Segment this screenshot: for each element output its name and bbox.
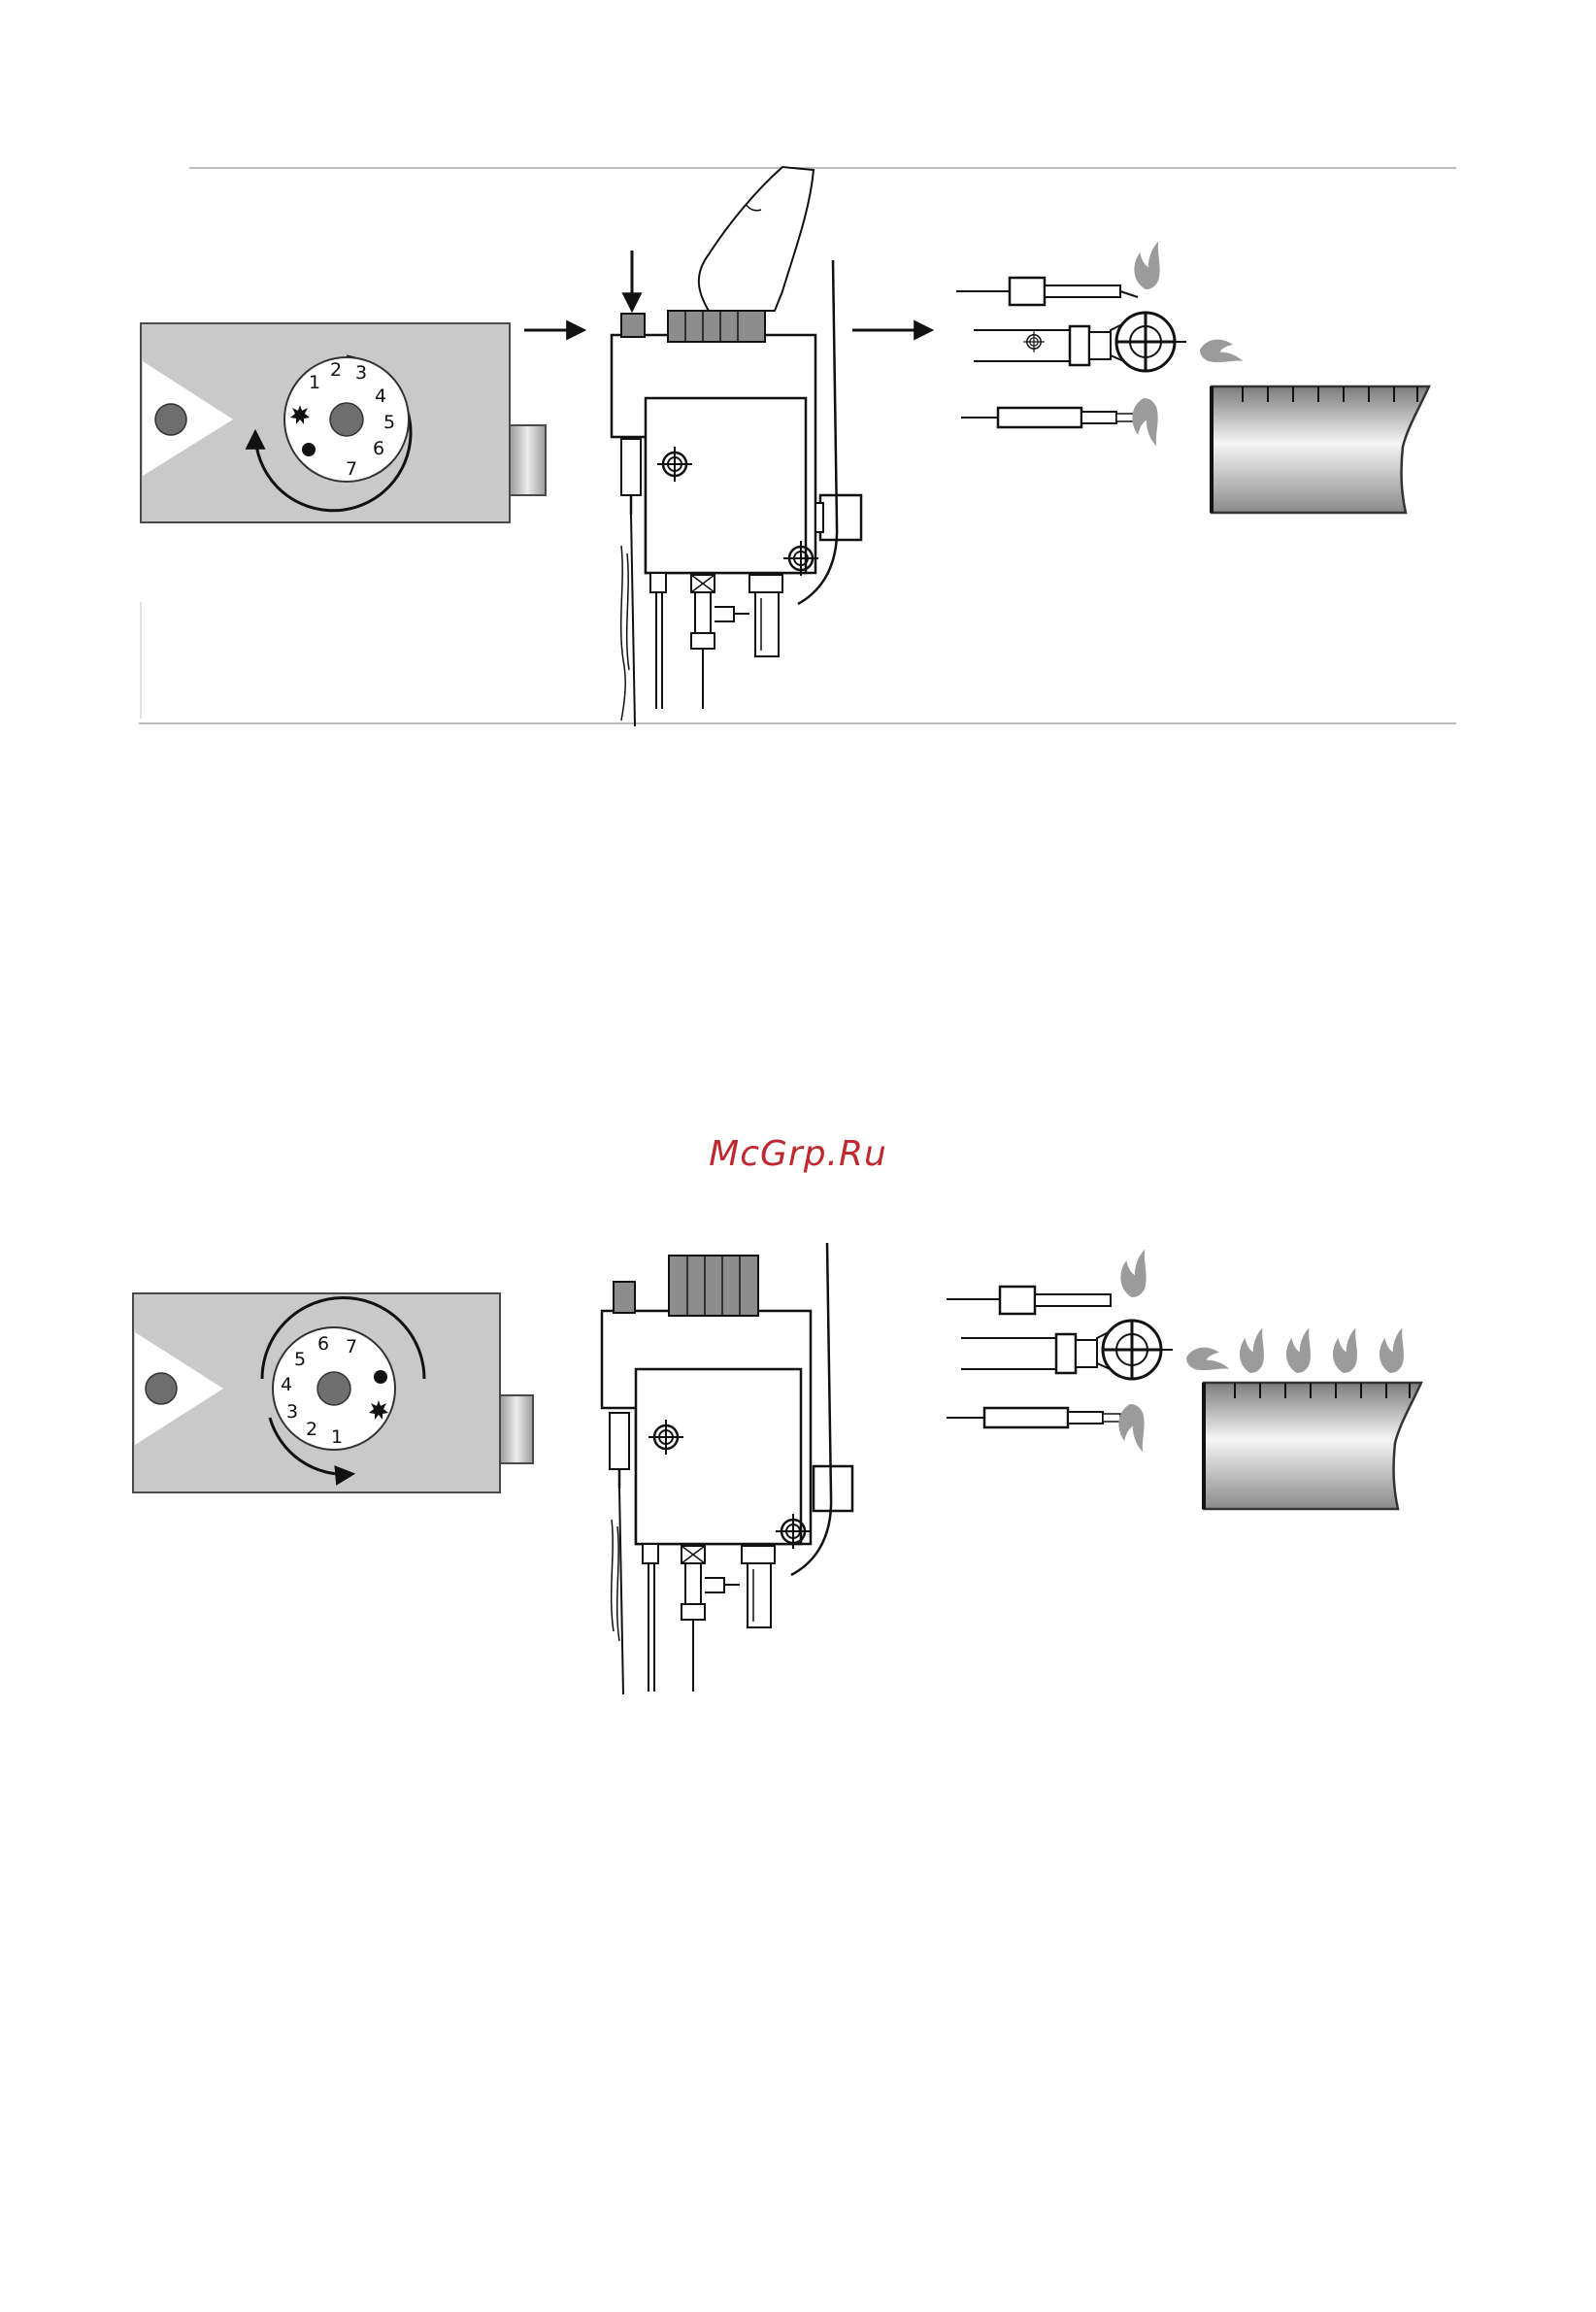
pilot-assembly <box>947 1250 1229 1453</box>
thermocouple <box>998 408 1081 427</box>
knob-stub <box>510 425 546 495</box>
burner-tube <box>1212 386 1429 513</box>
main-burner <box>1212 386 1429 513</box>
pointer-dot <box>146 1373 177 1404</box>
pilot-flame-icon <box>1120 1250 1146 1297</box>
dial-number: 3 <box>355 362 367 384</box>
pilot-button-released[interactable] <box>614 1282 635 1313</box>
valve-plate <box>636 1369 801 1544</box>
dot-icon <box>374 1370 387 1384</box>
main-flame-icon <box>1380 1327 1404 1373</box>
side-nut <box>820 495 861 540</box>
finger <box>699 167 814 311</box>
dial-number: 5 <box>294 1349 306 1370</box>
dot-icon <box>302 443 316 456</box>
ignition-electrode <box>1010 278 1045 305</box>
main-flame-icon <box>1286 1327 1311 1373</box>
pilot-flame-icon <box>1186 1348 1229 1371</box>
dial-number: 6 <box>373 438 384 459</box>
knob-center <box>330 403 363 436</box>
dial-number: 1 <box>309 372 320 393</box>
dial-number: 1 <box>331 1426 343 1448</box>
main-burner <box>1204 1327 1421 1509</box>
gas-valve <box>612 167 861 726</box>
valve-plate <box>646 398 806 573</box>
dial-number: 4 <box>375 385 386 407</box>
valve-knob-housing <box>669 1256 758 1316</box>
dial-number: 2 <box>330 359 342 381</box>
thermocouple <box>984 1408 1068 1427</box>
dial-number: 7 <box>346 1336 357 1357</box>
pilot-flame-icon <box>1200 340 1243 363</box>
valve-knob-housing <box>668 311 765 342</box>
figure-1: 1 2 3 4 5 6 7 <box>141 167 1429 726</box>
dial-number: 5 <box>383 412 395 433</box>
dial-number: 2 <box>306 1419 317 1440</box>
knob-center <box>317 1372 350 1405</box>
ignition-electrode <box>1000 1287 1035 1314</box>
main-flame-icon <box>1240 1327 1264 1373</box>
control-panel: 1 2 3 4 5 6 7 <box>141 323 546 522</box>
side-nut <box>814 1466 852 1511</box>
pilot-button-pressed[interactable] <box>621 314 645 337</box>
dial-number: 6 <box>317 1333 329 1355</box>
figure-2: 7 6 5 4 3 2 1 <box>133 1243 1421 1694</box>
pilot-assembly <box>956 242 1243 447</box>
main-flame-icon <box>1333 1327 1357 1373</box>
pointer-dot <box>155 404 186 435</box>
burner-tube <box>1204 1383 1421 1509</box>
pilot-flame-icon <box>1118 1404 1144 1452</box>
screw-icon <box>1023 331 1045 352</box>
watermark: McGrp.Ru <box>0 1134 1596 1174</box>
gas-valve <box>602 1243 852 1694</box>
pilot-flame-icon <box>1134 242 1159 289</box>
dial-number: 4 <box>281 1374 292 1395</box>
control-panel: 7 6 5 4 3 2 1 <box>133 1293 533 1492</box>
dial-number: 3 <box>286 1401 298 1423</box>
knob-stub <box>500 1395 533 1463</box>
pilot-flame-icon <box>1132 398 1157 446</box>
dial-number: 7 <box>346 458 357 480</box>
